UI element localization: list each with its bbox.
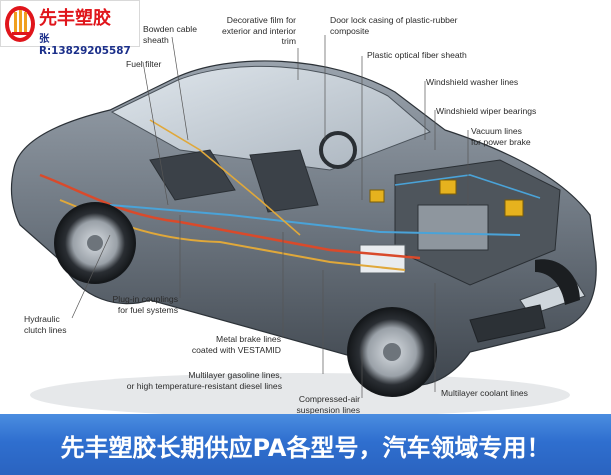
rear-seat [149, 149, 236, 201]
label-vacuum-lines: Vacuum lines for power brake [471, 126, 531, 147]
washer-line [394, 174, 541, 199]
coolant-line [109, 204, 521, 236]
label-multilayer-gasoline-lines: Multilayer gasoline lines, or high tempe… [126, 370, 282, 391]
brand-mark-icon [5, 6, 35, 42]
front-wheel-hub [383, 343, 401, 361]
front-tire [535, 259, 580, 305]
rear-wheel-hub [87, 235, 103, 251]
promo-banner: 先丰塑胶长期供应PA各型号，汽车领域专用！ [0, 414, 611, 475]
engine-block [417, 204, 489, 251]
label-compressed-air-lines: Compressed-air suspension lines [296, 394, 360, 415]
label-fuel-filter: Fuel filter [126, 59, 162, 69]
label-metal-brake-lines: Metal brake lines coated with VESTAMID [191, 334, 281, 355]
brand-contact: 张R:13829205587 [39, 33, 131, 57]
fluid-reservoir [369, 189, 385, 203]
label-hydraulic-clutch-lines: Hydraulic clutch lines [24, 314, 67, 335]
label-bowden-cable-sheath: Bowden cable sheath [143, 24, 197, 45]
brand-name: 先丰塑胶 [39, 8, 111, 29]
label-door-lock-casing: Door lock casing of plastic-rubber compo… [330, 15, 458, 36]
fluid-reservoir [439, 179, 457, 195]
label-multilayer-coolant-lines: Multilayer coolant lines [441, 388, 528, 398]
steering-wheel [319, 131, 357, 169]
promo-banner-text: 先丰塑胶长期供应PA各型号，汽车领域专用！ [60, 434, 551, 462]
label-windshield-wiper-bearings: Windshield wiper bearings [436, 106, 537, 116]
cable-line [149, 119, 301, 236]
label-plug-in-couplings: Plug-in couplings for fuel systems [112, 294, 178, 315]
leader-lines [71, 35, 469, 398]
grille [469, 304, 546, 343]
label-windshield-washer-lines: Windshield washer lines [426, 77, 519, 87]
brand-logo: 先丰塑胶 张R:13829205587 [0, 0, 140, 57]
fluid-reservoir [504, 199, 524, 217]
label-decorative-film: Decorative film for exterior and interio… [221, 15, 296, 46]
front-seat [249, 149, 319, 213]
label-plastic-optical-fiber-sheath: Plastic optical fiber sheath [367, 50, 467, 60]
